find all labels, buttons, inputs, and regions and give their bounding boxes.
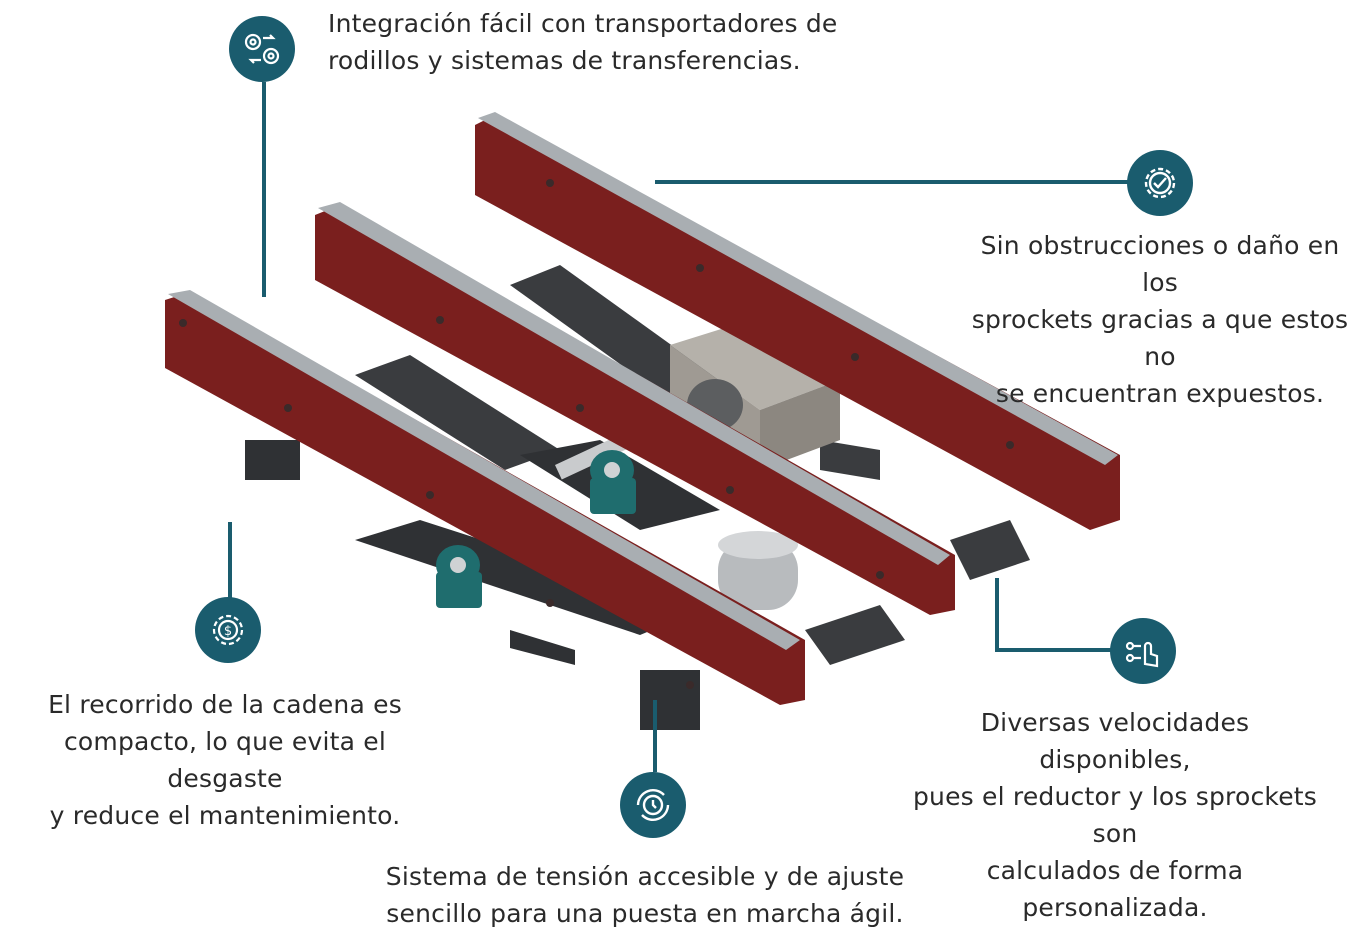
circuit-hand-icon bbox=[1110, 618, 1176, 684]
side-frame-front bbox=[165, 290, 805, 705]
leader-line bbox=[228, 522, 232, 600]
leader-line bbox=[995, 648, 1113, 652]
gear-check-icon bbox=[1127, 150, 1193, 216]
feature-text-sprockets: Sin obstrucciones o daño en los sprocket… bbox=[971, 231, 1349, 408]
gears-exchange-icon bbox=[229, 16, 295, 82]
motor bbox=[718, 531, 798, 610]
cross-beam bbox=[355, 265, 880, 480]
feature-text-speeds: Diversas velocidades disponibles, pues e… bbox=[912, 708, 1318, 922]
leader-line bbox=[655, 180, 1130, 184]
bolt bbox=[179, 179, 1014, 689]
leader-line bbox=[653, 700, 657, 772]
leader-line bbox=[995, 578, 999, 650]
cross-beam-front bbox=[805, 520, 1030, 665]
leader-line bbox=[262, 82, 266, 297]
feature-text-integration: Integración fácil con transportadores de… bbox=[328, 9, 838, 75]
svg-text:$: $ bbox=[224, 624, 232, 639]
side-frame-rear bbox=[475, 112, 1120, 530]
gear-dollar-icon: $ bbox=[195, 597, 261, 663]
side-frame-middle bbox=[315, 202, 955, 615]
feature-text-chain: El recorrido de la cadena es compacto, l… bbox=[48, 690, 402, 830]
clock-cycle-icon bbox=[620, 772, 686, 838]
feature-text-tension: Sistema de tensión accesible y de ajuste… bbox=[385, 862, 905, 928]
